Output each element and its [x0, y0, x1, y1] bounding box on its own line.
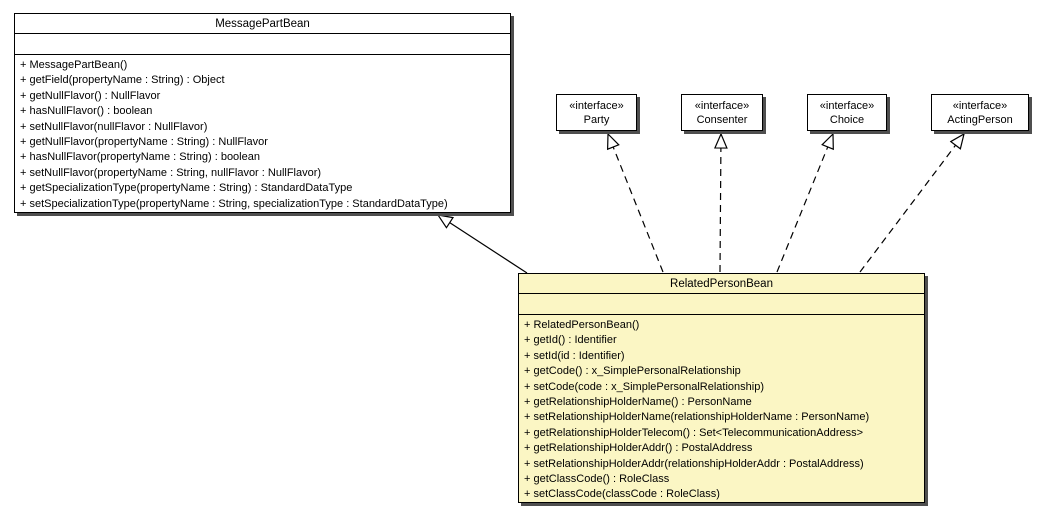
class-box-messagepartbean: MessagePartBean + MessagePartBean() + get… — [14, 13, 511, 213]
method-entry: + setCode(code : x_SimplePersonalRelatio… — [524, 380, 764, 393]
interface-box-party: «interface» Party — [556, 94, 637, 131]
method-entry: + getSpecializationType(propertyName : S… — [20, 182, 353, 195]
method-entry: + setNullFlavor(nullFlavor : NullFlavor) — [20, 120, 208, 133]
realization-edge-party — [608, 134, 664, 273]
realization-edge-actingperson — [859, 134, 964, 273]
interface-name: Choice — [829, 114, 865, 126]
method-entry: + getCode() : x_SimplePersonalRelationsh… — [524, 365, 741, 378]
method-entry: + MessagePartBean() — [20, 59, 128, 71]
interface-stereotype: «interface» — [819, 100, 875, 112]
interface-name: Consenter — [696, 114, 748, 126]
interface-stereotype: «interface» — [952, 100, 1008, 112]
attributes-compartment — [519, 294, 924, 315]
interface-stereotype: «interface» — [694, 100, 750, 112]
interface-box-consenter: «interface» Consenter — [681, 94, 763, 131]
method-entry: + getNullFlavor(propertyName : String) :… — [20, 136, 268, 149]
method-entry: + getRelationshipHolderAddr() : PostalAd… — [524, 442, 753, 455]
class-title: RelatedPersonBean — [519, 274, 924, 294]
method-entry: + setId(id : Identifier) — [524, 349, 625, 362]
interface-stereotype: «interface» — [569, 100, 624, 112]
method-entry: + setSpecializationType(propertyName : S… — [20, 197, 448, 210]
method-entry: + RelatedPersonBean() — [524, 319, 640, 331]
method-entry: + setRelationshipHolderAddr(relationship… — [524, 457, 864, 470]
method-entry: + getRelationshipHolderTelecom() : Set<T… — [524, 426, 864, 439]
method-entry: + getId() : Identifier — [524, 334, 617, 347]
interface-box-actingperson: «interface» ActingPerson — [931, 94, 1029, 131]
method-entry: + hasNullFlavor(propertyName : String) :… — [20, 151, 260, 164]
method-entry: + setRelationshipHolderName(relationship… — [524, 411, 870, 424]
interface-name: ActingPerson — [947, 114, 1013, 126]
realization-edge-consenter — [720, 134, 721, 273]
method-entry: + setClassCode(classCode : RoleClass) — [524, 488, 720, 501]
method-entry: + getNullFlavor() : NullFlavor — [20, 89, 161, 102]
attributes-compartment — [15, 34, 510, 55]
generalization-edge — [438, 215, 528, 274]
interface-box-choice: «interface» Choice — [807, 94, 887, 131]
methods-compartment: + MessagePartBean() + getField(propertyNa… — [15, 55, 510, 212]
method-entry: + getClassCode() : RoleClass — [524, 473, 670, 486]
method-entry: + getField(propertyName : String) : Obje… — [20, 74, 225, 87]
method-entry: + hasNullFlavor() : boolean — [20, 105, 153, 118]
class-box-relatedpersonbean: RelatedPersonBean + RelatedPersonBean()+… — [518, 273, 925, 503]
methods-compartment: + RelatedPersonBean() + getId() : Identif… — [519, 315, 924, 502]
interface-name: Party — [583, 114, 610, 126]
method-entry: + setNullFlavor(propertyName : String, n… — [20, 166, 322, 179]
class-title: MessagePartBean — [15, 14, 510, 34]
realization-edge-choice — [776, 134, 833, 273]
method-entry: + getRelationshipHolderName() : PersonNa… — [524, 396, 752, 409]
